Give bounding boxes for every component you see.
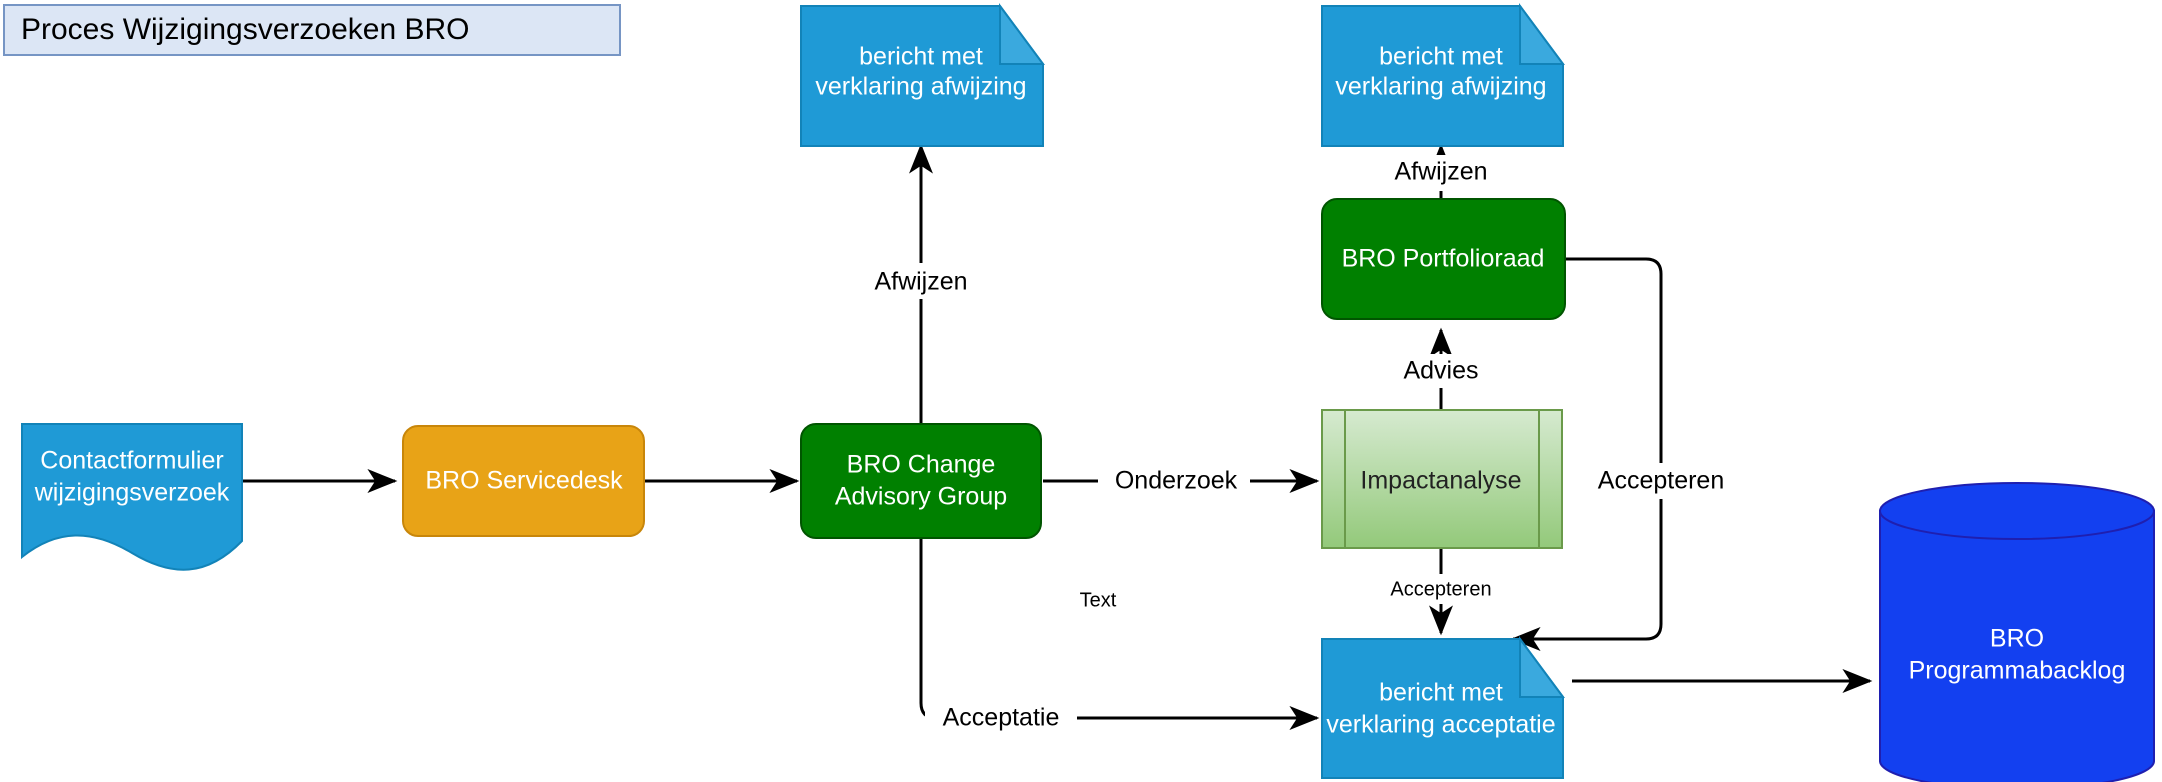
edge-label-advies: Advies <box>1403 357 1478 385</box>
node-afwijzing-portfolio[interactable]: bericht met verklaring afwijzing <box>1321 2 1565 147</box>
acceptatie-bericht-fold <box>1519 635 1565 698</box>
edge-label-bg <box>1374 574 1508 604</box>
portfolioraad-label: BRO Portfolioraad <box>1342 245 1545 273</box>
cag-label-line1: BRO Change <box>847 451 996 479</box>
portfolioraad-shape <box>1321 198 1566 320</box>
impactanalyse-label: Impactanalyse <box>1360 467 1521 495</box>
edge-impactanalyse-portfolioraad: Advies <box>1387 327 1497 410</box>
node-servicedesk[interactable]: BRO Servicedesk <box>402 425 645 537</box>
edge-label-accepteren-portfolio: Accepteren <box>1598 467 1724 495</box>
node-acceptatie-bericht[interactable]: bericht met verklaring acceptatie <box>1321 635 1565 779</box>
node-afwijzing-cag[interactable]: bericht met verklaring afwijzing <box>800 2 1045 147</box>
edge-portfolioraad-afwijzing: Afwijzen <box>1377 143 1505 200</box>
programmabacklog-body <box>1879 510 2155 782</box>
afwijzing-cag-label-line2: verklaring afwijzing <box>815 73 1026 101</box>
node-programmabacklog[interactable]: BRO Programmabacklog <box>1879 482 2155 782</box>
edge-label-bg <box>1098 463 1250 499</box>
page-title: Proces Wijzigingsverzoeken BRO <box>21 13 470 46</box>
node-contactformulier[interactable]: Contactformulier wijzigingsverzoek <box>21 423 243 571</box>
diagram-title-box: Proces Wijzigingsverzoeken BRO <box>3 4 621 56</box>
afwijzing-portfolio-label-line1: bericht met <box>1379 43 1503 71</box>
edge-label-bg <box>925 700 1077 738</box>
cag-label-line2: Advisory Group <box>835 483 1007 511</box>
afwijzing-cag-label-line1: bericht met <box>859 43 983 71</box>
edge-label-bg <box>857 263 985 299</box>
servicedesk-shape <box>402 425 645 537</box>
edge-cag-acceptatie: Acceptatie <box>919 538 1320 738</box>
edge-label-afwijzen-cag: Afwijzen <box>874 268 967 296</box>
free-text-annotation: Text <box>1080 589 1117 611</box>
servicedesk-label: BRO Servicedesk <box>425 467 623 495</box>
programmabacklog-top <box>1879 482 2155 540</box>
afwijzing-cag-shape <box>800 5 1044 147</box>
impactanalyse-shape <box>1321 409 1563 549</box>
edge-cag-impactanalyse: Onderzoek <box>1043 463 1320 499</box>
afwijzing-portfolio-shape <box>1321 5 1564 147</box>
acceptatie-bericht-label-line1: bericht met <box>1379 679 1503 707</box>
edge-impactanalyse-acceptatie: Accepteren <box>1374 548 1508 636</box>
edge-label-accepteren-impact: Accepteren <box>1390 578 1491 600</box>
afwijzing-cag-fold <box>999 2 1045 65</box>
edge-label-afwijzen-portfolio: Afwijzen <box>1394 158 1487 186</box>
node-cag[interactable]: BRO Change Advisory Group <box>800 423 1042 539</box>
edge-label-bg <box>1585 463 1747 499</box>
cag-shape <box>800 423 1042 539</box>
contactformulier-label-line1: Contactformulier <box>40 447 223 475</box>
contactformulier-label-line2: wijzigingsverzoek <box>34 479 230 507</box>
node-portfolioraad[interactable]: BRO Portfolioraad <box>1321 198 1566 320</box>
edge-label-bg <box>1377 155 1505 191</box>
acceptatie-bericht-label-line2: verklaring acceptatie <box>1326 711 1555 739</box>
acceptatie-bericht-shape <box>1321 638 1564 779</box>
edge-label-acceptatie: Acceptatie <box>943 704 1060 732</box>
edge-label-onderzoek: Onderzoek <box>1115 467 1238 495</box>
afwijzing-portfolio-fold <box>1519 2 1565 65</box>
edge-cag-afwijzing: Afwijzen <box>857 143 985 424</box>
edge-label-bg <box>1387 354 1497 388</box>
edge-portfolioraad-acceptatie: Accepteren <box>1510 257 1747 651</box>
node-impactanalyse[interactable]: Impactanalyse <box>1321 409 1563 549</box>
contactformulier-shape <box>21 423 243 571</box>
programmabacklog-label-line1: BRO <box>1990 625 2044 653</box>
afwijzing-portfolio-label-line2: verklaring afwijzing <box>1335 73 1546 101</box>
programmabacklog-label-line2: Programmabacklog <box>1909 657 2126 685</box>
